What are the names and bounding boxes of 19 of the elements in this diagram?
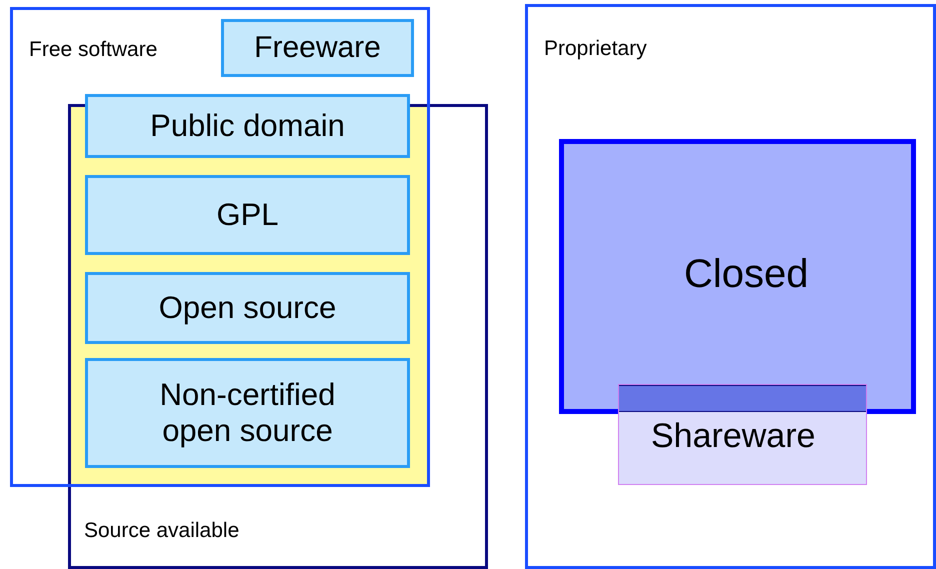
category-label: Public domain <box>150 108 345 144</box>
category-label: GPL <box>216 197 279 233</box>
category-label: Proprietary <box>544 37 647 61</box>
category-box <box>85 175 410 255</box>
category-region <box>525 4 936 569</box>
category-label: Source available <box>84 519 240 543</box>
category-box <box>85 94 410 158</box>
category-label: Non-certified open source <box>158 377 336 449</box>
category-label: Free software <box>29 38 158 62</box>
category-label: Shareware <box>651 417 816 456</box>
category-box <box>85 358 410 468</box>
category-label: Open source <box>158 290 336 326</box>
category-box <box>85 272 410 344</box>
category-box <box>221 19 414 77</box>
category-box <box>559 139 916 414</box>
category-label: Freeware <box>254 30 381 66</box>
category-label: Closed <box>684 252 809 297</box>
category-region <box>10 7 430 487</box>
category-box <box>618 384 867 485</box>
